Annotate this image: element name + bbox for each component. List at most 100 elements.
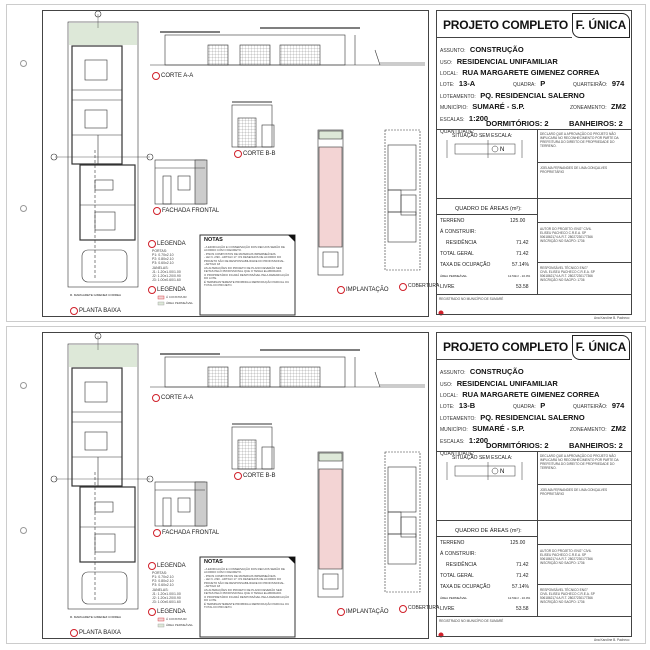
area-label: RESIDÊNCIA bbox=[446, 240, 477, 246]
value: P bbox=[540, 401, 546, 410]
label: MUNICÍPIO: bbox=[440, 427, 468, 433]
legend-line: J3: 1.00x0.60/1.60 bbox=[152, 600, 181, 604]
floor-plan bbox=[50, 10, 154, 288]
legend-area-build: Á CONSTRUIR bbox=[166, 617, 187, 621]
legend-line: J1: 1.20x1.00/1.00 bbox=[152, 592, 181, 596]
legend-area-build: Á CONSTRUIR bbox=[166, 295, 187, 299]
situacao-title: SITUAÇÃO SEM ESCALA: bbox=[452, 133, 513, 139]
area-value: 71.42 bbox=[516, 573, 529, 579]
quadro-title: QUADRO DE ÁREAS (m²): bbox=[455, 206, 522, 212]
field-quadra: QUADRA: P bbox=[513, 396, 545, 412]
autor: AUTOR DO PROJETO: ENG° CIVIL ELISEU PACH… bbox=[540, 549, 593, 565]
value: ZM2 bbox=[611, 424, 627, 433]
label: QUADRA: bbox=[513, 404, 536, 410]
legend-line: PORTAS: bbox=[152, 571, 168, 575]
notes-list: - A EDIFICAÇÃO E CONSERVAÇÃO DOS RECUOS … bbox=[204, 567, 290, 610]
area-label: ÁREA PERMEÁVEL bbox=[440, 274, 468, 278]
floor-plan bbox=[50, 332, 154, 610]
responsavel: RESPONSÁVEL TÉCNICO ENG° CIVIL ELISEU PA… bbox=[540, 588, 595, 604]
legend-swatch-build bbox=[157, 295, 165, 300]
note: - LEI N. 2/90 - ARTIGO 17: OS DESENHOS D… bbox=[204, 255, 285, 263]
field-quadra: QUADRA: P bbox=[513, 74, 545, 90]
value: RESIDENCIAL UNIFAMILIAR bbox=[456, 57, 558, 66]
proprietario: JOELMA FERNANDES DE LIMA GONÇALVES PROPR… bbox=[540, 166, 608, 174]
label: ASSUNTO: bbox=[440, 370, 466, 376]
drawing-sheet-1: N CORTE A-A CORTE B-B FACHADA FRONTAL LE… bbox=[0, 0, 650, 322]
label: USO: bbox=[440, 60, 453, 66]
field-lote: LOTE: 13-A bbox=[440, 74, 475, 90]
label: MUNICÍPIO: bbox=[440, 105, 468, 111]
note: O PROPRIETÁRIO FICARÁ RESPONSÁVEL PELA D… bbox=[204, 594, 290, 603]
view-title-implantacao: IMPLANTAÇÃO bbox=[346, 609, 389, 615]
north-arrow-icon: N bbox=[500, 147, 504, 153]
sheet-id: F. ÚNICA bbox=[572, 13, 630, 38]
field-uso: USO: RESIDENCIAL UNIFAMILIAR bbox=[440, 52, 558, 68]
label: LOTEAMENTO: bbox=[440, 94, 476, 100]
area-value: 53.58 bbox=[516, 284, 529, 290]
label: ZONEAMENTO: bbox=[570, 427, 607, 433]
legend-line: J1: 1.20x1.00/1.00 bbox=[152, 270, 181, 274]
view-title-legenda: LEGENDA bbox=[157, 241, 186, 247]
legend-area-permeable: ÁREA PERMEÁVEL bbox=[166, 301, 194, 305]
quadro-title: QUADRO DE ÁREAS (m²): bbox=[455, 528, 522, 534]
drawing-frame bbox=[42, 10, 429, 317]
legend-line: J2: 1.20x1.20/0.90 bbox=[152, 596, 181, 600]
area-value: 12.50m² - 10.0% bbox=[508, 596, 531, 600]
value: CONSTRUÇÃO bbox=[469, 367, 524, 376]
note: AS ALTERAÇÕES DO PROJETO DE PLANO DEVERÃ… bbox=[204, 265, 282, 274]
view-title-legenda-2: LEGENDA bbox=[157, 287, 186, 293]
field-quantidade: QUANTIDADE: bbox=[440, 121, 474, 137]
view-title-corte-aa: CORTE A-A bbox=[161, 73, 194, 79]
note: - PISOS COMPOSTOS DE MATERIAIS IMPERMEÁV… bbox=[204, 573, 277, 578]
field-local: LOCAL: RUA MARGARETE GIMENEZ CORREA bbox=[440, 63, 599, 79]
label: USO: bbox=[440, 382, 453, 388]
area-label: RESIDÊNCIA bbox=[446, 562, 477, 568]
note: É TERMINANTEMENTE PROIBIDA A REPRODUÇÃO … bbox=[204, 279, 290, 288]
value: 1:200 bbox=[468, 436, 489, 445]
legend-area-permeable: ÁREA PERMEÁVEL bbox=[166, 623, 194, 627]
area-label: TAXA DE OCUPAÇÃO bbox=[440, 584, 491, 590]
legend-swatch-permeable bbox=[157, 301, 165, 306]
view-title-cobertura: COBERTURA bbox=[408, 605, 440, 611]
north-arrow-icon: N bbox=[500, 469, 504, 475]
value: ZM2 bbox=[611, 102, 627, 111]
view-title-fachada: FACHADA FRONTAL bbox=[162, 208, 220, 214]
situacao-title: SITUAÇÃO SEM ESCALA: bbox=[452, 455, 513, 461]
note: - ARTIGO 18 bbox=[204, 584, 221, 589]
legend-line: JANELAS: bbox=[152, 266, 169, 270]
field-municipio: MUNICÍPIO: SUMARÉ - S.P. bbox=[440, 97, 525, 113]
area-label: ÁREA PERMEÁVEL bbox=[440, 596, 468, 600]
area-label: TOTAL GERAL bbox=[440, 573, 474, 579]
label: QUANTIDADE: bbox=[440, 451, 475, 457]
note: O PROPRIETÁRIO FICARÁ RESPONSÁVEL PELA D… bbox=[204, 272, 290, 281]
legend-line: J3: 1.00x0.60/1.60 bbox=[152, 278, 181, 282]
notes-title: NOTAS bbox=[204, 559, 223, 565]
value: RUA MARGARETE GIMENEZ CORREA bbox=[462, 390, 600, 399]
label: ASSUNTO: bbox=[440, 48, 466, 54]
legend-line: P2: 0.80x2.10 bbox=[152, 579, 174, 583]
street-label: R. MARGARETE GIMENEZ CORREA bbox=[70, 293, 122, 297]
legend-line: P1: 0.70x2.10 bbox=[152, 253, 174, 257]
banheiros: BANHEIROS: 2 bbox=[569, 441, 623, 450]
legend-line: JANELAS: bbox=[152, 588, 169, 592]
field-municipio: MUNICÍPIO: SUMARÉ - S.P. bbox=[440, 419, 525, 435]
registrado: REGISTRADO NO MUNICÍPIO DE SUMARÉ bbox=[439, 619, 504, 623]
street-label: R. MARGARETE GIMENEZ CORREA bbox=[70, 615, 122, 619]
front-facade bbox=[154, 159, 208, 205]
value: 13-B bbox=[458, 401, 476, 410]
area-label: TAXA DE OCUPAÇÃO bbox=[440, 262, 491, 268]
label: QUADRA: bbox=[513, 82, 536, 88]
view-marker-icons bbox=[70, 72, 407, 315]
field-zoneamento: ZONEAMENTO: ZM2 bbox=[570, 419, 626, 435]
author-credit: Ana Karoline B. Pacheco bbox=[594, 638, 630, 642]
view-title-corte-bb: CORTE B-B bbox=[243, 473, 276, 479]
binding-hole-icon bbox=[20, 60, 27, 67]
area-value: 125.00 bbox=[510, 540, 526, 546]
value: 974 bbox=[611, 401, 625, 410]
note: - PISOS COMPOSTOS DE MATERIAIS IMPERMEÁV… bbox=[204, 251, 277, 256]
notes-list: - A EDIFICAÇÃO E CONSERVAÇÃO DOS RECUOS … bbox=[204, 245, 290, 288]
label: ESCALAS: bbox=[440, 439, 465, 445]
autor: AUTOR DO PROJETO: ENG° CIVIL ELISEU PACH… bbox=[540, 227, 593, 243]
legend-line: PORTAS: bbox=[152, 249, 168, 253]
